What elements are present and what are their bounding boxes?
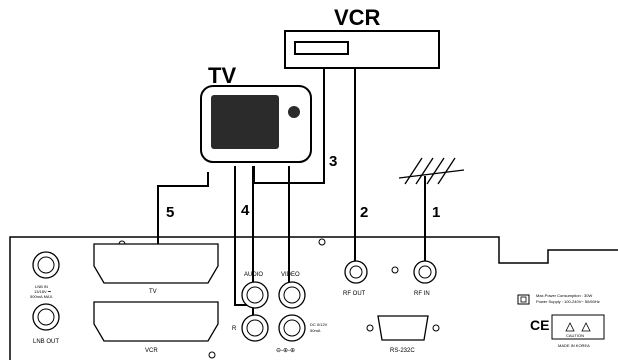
- dc-connector: DC 0/12V 50mA ⊖-⊕-⊕: [276, 314, 328, 354]
- lnb-in-connector: LNB IN 13/18V ⎓ 500mA MAX.: [30, 251, 60, 299]
- panel-screw: [391, 266, 399, 274]
- audio-r-label: R: [232, 326, 237, 332]
- panel-screw: [208, 351, 216, 359]
- made-in-label: MADE IN KOREA: [558, 343, 590, 348]
- connection-number-5: 5: [166, 204, 174, 221]
- video-connector: [278, 281, 306, 309]
- connection-number-2: 2: [360, 204, 368, 221]
- lnb-out-label: LNB OUT: [33, 339, 59, 345]
- rating-label: Max.Power Consumption : 30W Power Supply…: [517, 293, 605, 348]
- video-label: VIDEO: [281, 272, 300, 278]
- rf-out-label: RF OUT: [343, 291, 366, 297]
- dc-current: 50mA: [310, 328, 321, 333]
- rf-in-connector: RF IN: [413, 260, 437, 297]
- scart-tv-label: TV: [149, 289, 157, 295]
- cables: [157, 68, 426, 322]
- tv-knob: [288, 106, 300, 118]
- scart-vcr-label: VCR: [145, 348, 158, 354]
- scart-vcr-connector: VCR: [93, 301, 219, 354]
- svg-text:CAUTION: CAUTION: [566, 333, 584, 338]
- rear-panel: LNB IN 13/18V ⎓ 500mA MAX. LNB OUT TV VC…: [9, 236, 618, 360]
- tv-title: TV: [208, 63, 236, 88]
- lnb-out-connector: LNB OUT: [32, 303, 60, 345]
- tv-screen: [211, 95, 279, 149]
- power-consumption: Max.Power Consumption : 30W: [536, 293, 592, 298]
- rf-out-connector: RF OUT: [343, 260, 368, 297]
- connection-number-1: 1: [432, 204, 440, 221]
- antenna-icon: [398, 157, 465, 185]
- cable-5-scart: [157, 172, 209, 262]
- dc-label: DC 0/12V: [310, 322, 328, 327]
- scart-tv-connector: TV: [93, 243, 219, 295]
- connection-number-3: 3: [329, 153, 337, 170]
- panel-outline: [9, 236, 618, 360]
- tv-device: TV: [200, 63, 312, 163]
- ce-mark: CE: [530, 317, 549, 333]
- warning-icon: CAUTION: [551, 314, 605, 340]
- vcr-title: VCR: [334, 5, 381, 30]
- rf-in-label: RF IN: [414, 291, 430, 297]
- lnb-in-label: LNB IN: [35, 284, 48, 289]
- audio-l-connector: [241, 281, 269, 309]
- vcr-cassette-slot: [294, 41, 349, 55]
- audio-r-connector: R: [232, 314, 269, 342]
- connection-number-4: 4: [241, 202, 250, 219]
- panel-screw: [318, 238, 326, 246]
- lnb-in-voltage: 13/18V ⎓: [34, 289, 52, 294]
- lnb-in-current: 500mA MAX.: [30, 294, 53, 299]
- vcr-device: VCR: [284, 5, 440, 69]
- power-supply: Power Supply : 100-240V~ 50/60Hz: [536, 299, 600, 304]
- dc-polarity-icon: ⊖-⊕-⊕: [276, 348, 295, 354]
- rs232-connector: RS-232C: [366, 315, 440, 354]
- double-insulation-icon: [517, 294, 530, 305]
- rs232-label: RS-232C: [390, 348, 415, 354]
- audio-label: AUDIO: [244, 272, 263, 278]
